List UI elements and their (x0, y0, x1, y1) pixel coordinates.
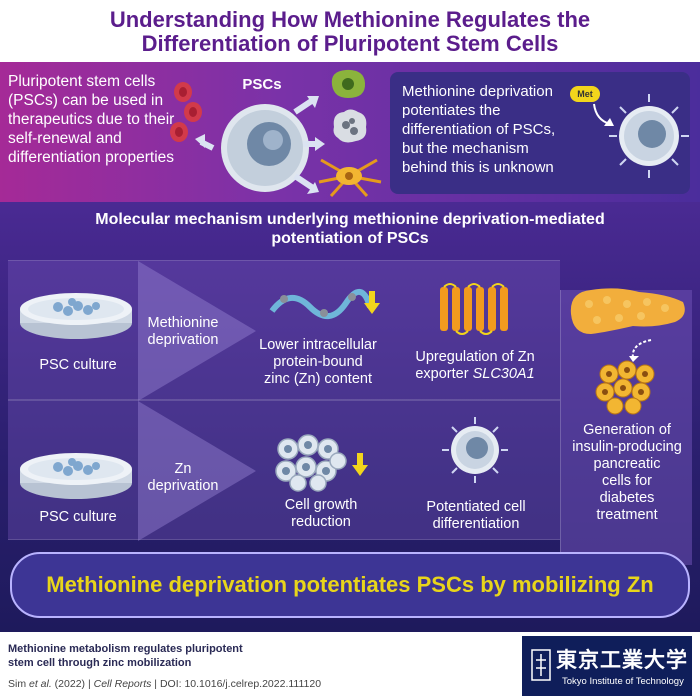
page-title: Understanding How Methionine Regulates t… (0, 0, 700, 62)
citation-doi: | DOI: 10.1016/j.celrep.2022.111120 (151, 678, 322, 690)
row1-chevron (138, 261, 256, 401)
treatment-line-2: deprivation (147, 332, 219, 348)
mechanism-title-line-2: potentiation of PSCs (271, 230, 429, 247)
citation-journal: Cell Reports (93, 678, 152, 690)
cell-growth-label: Cell growth reduction (266, 497, 376, 531)
petri-dish-icon (20, 293, 132, 339)
outcome-line-1: Generation of (583, 422, 671, 438)
logo-english: Tokyo Institute of Technology (562, 676, 684, 687)
mechanism-unknown-text: Methionine deprivation potentiates the d… (402, 83, 556, 176)
logo-japanese: 東京工業大学 (556, 648, 688, 672)
title-line-2: Differentiation of Pluripotent Stem Cell… (141, 31, 559, 56)
differentiation-arrows (195, 96, 325, 194)
met-badge-icon: Met (570, 86, 600, 102)
zinc-row: PSC culture Zn deprivation Cell growth r… (8, 400, 560, 541)
row2-chevron (138, 401, 256, 541)
zn-exporter-label: Upregulation of Zn exporter SLC30A1 (400, 349, 550, 383)
down-arrow-icon (352, 453, 368, 476)
outcome-label: Generation of insulin-producing pancreat… (565, 422, 689, 524)
paper-title-line-2: stem cell through zinc mobilization (8, 657, 192, 669)
lower-zinc-label: Lower intracellular protein-bound zinc (… (248, 337, 388, 388)
red-blood-cell-icon (170, 82, 202, 142)
intro-text: Pluripotent stem cells (PSCs) can be use… (8, 73, 175, 166)
gene-name: SLC30A1 (472, 366, 535, 382)
islet-cells-icon (595, 360, 655, 415)
title-line-1: Understanding How Methionine Regulates t… (109, 7, 591, 32)
potentiated-differentiation-label: Potentiated cell differentiation (402, 499, 550, 533)
zinc-deprivation-label: Zn deprivation (140, 461, 226, 495)
differentiated-cell-icon (442, 417, 508, 483)
treatment-line-1: Methionine (147, 315, 219, 331)
result-line-2: differentiation (432, 516, 520, 532)
grey-cell-icon (333, 109, 367, 143)
met-arrow (593, 103, 614, 126)
mechanism-title: Molecular mechanism underlying methionin… (0, 210, 700, 248)
up-line-1: Upregulation of Zn (415, 349, 535, 365)
mechanism-section: Molecular mechanism underlying methionin… (0, 202, 700, 632)
effect-line-2: reduction (291, 514, 351, 530)
up-line-2-prefix: exporter (415, 366, 473, 382)
met-badge-label: Met (577, 89, 593, 99)
citation-author: Sim (8, 678, 29, 690)
effect-line-2: protein-bound (273, 354, 363, 370)
effect-line-1: Cell growth (284, 497, 358, 513)
mechanism-title-line-1: Molecular mechanism underlying methionin… (95, 211, 605, 228)
citation-etal: et al. (29, 678, 52, 690)
university-crest-icon (531, 649, 551, 681)
citation-footer: Methionine metabolism regulates pluripot… (0, 632, 700, 700)
paper-title: Methionine metabolism regulates pluripot… (8, 642, 408, 670)
university-logo: 東京工業大学 Tokyo Institute of Technology (522, 636, 692, 696)
conclusion-banner: Methionine deprivation potentiates PSCs … (10, 552, 690, 618)
effect-line-3: zinc (Zn) content (264, 371, 372, 387)
effect-line-1: Lower intracellular (259, 337, 377, 353)
citation-year: (2022) | (51, 678, 94, 690)
intro-section: Pluripotent stem cells (PSCs) can be use… (0, 62, 700, 202)
result-line-1: Potentiated cell (426, 499, 526, 515)
methionine-row: PSC culture Methionine deprivation Lower… (8, 260, 560, 401)
pluripotent-stem-cell-icon (221, 104, 309, 192)
membrane-transporter-icon (440, 283, 508, 335)
psc-culture-label-2: PSC culture (39, 509, 117, 525)
differentiating-cell-icon (609, 94, 689, 178)
up-line-2: exporter SLC30A1 (400, 366, 550, 383)
outcome-line-4: cells for (602, 473, 652, 489)
methionine-deprivation-label: Methionine deprivation (140, 315, 226, 349)
outcome-line-3: pancreatic (593, 456, 661, 472)
mechanism-unknown-box: Methionine deprivation potentiates the d… (390, 72, 690, 194)
neuron-icon (318, 158, 382, 198)
paper-title-line-1: Methionine metabolism regulates pluripot… (8, 643, 243, 655)
citation: Sim et al. (2022) | Cell Reports | DOI: … (8, 678, 488, 690)
treatment-line-2: deprivation (147, 478, 219, 494)
pscs-label: PSCs (242, 76, 282, 93)
pancreas-icon (570, 288, 685, 334)
treatment-line-1: Zn (174, 461, 192, 477)
petri-dish-icon (20, 453, 132, 499)
outcome-line-2: insulin-producing (572, 439, 682, 455)
psc-culture-label-1: PSC culture (39, 357, 117, 373)
green-cell-icon (331, 69, 366, 98)
outcome-line-5: diabetes (599, 490, 655, 506)
protein-chain-icon (269, 289, 373, 319)
cell-cluster-icon (275, 434, 347, 492)
down-arrow-icon (364, 291, 380, 314)
outcome-panel: Generation of insulin-producing pancreat… (560, 288, 692, 565)
outcome-line-6: treatment (596, 507, 658, 523)
magnify-arrow (629, 339, 652, 362)
